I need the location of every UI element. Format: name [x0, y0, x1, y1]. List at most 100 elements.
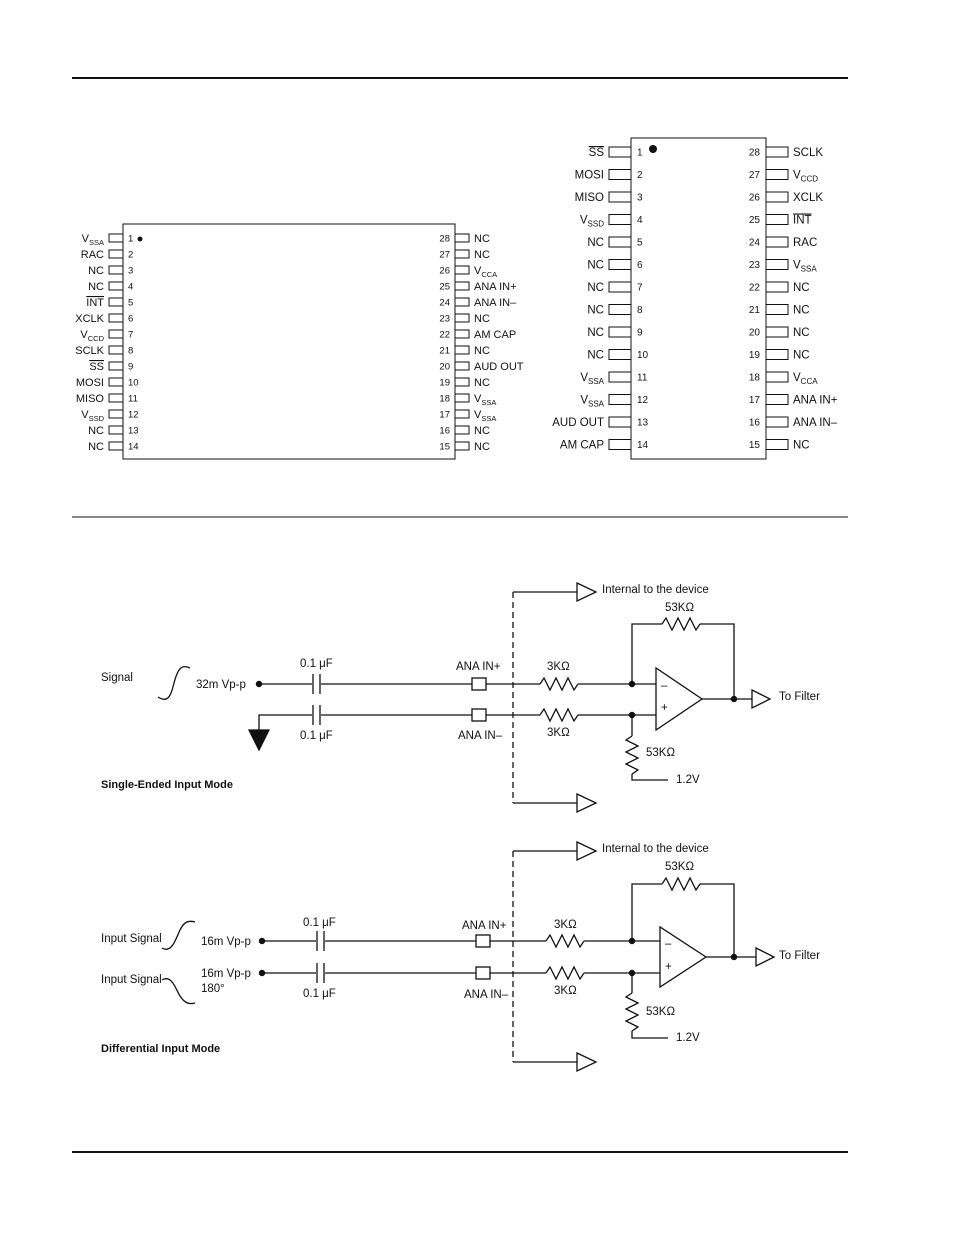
pin-name: NC [88, 265, 104, 277]
pin-label: XCLK [75, 313, 104, 325]
pin-label: NC [587, 237, 604, 249]
pin-name-subscript: SSA [481, 398, 496, 407]
pin-name: INT [793, 215, 812, 227]
pin-label: NC [88, 425, 104, 437]
resistor [661, 616, 701, 632]
pin-label: NC [474, 425, 490, 437]
pin-name: AM CAP [560, 440, 604, 452]
pin-label: NC [793, 305, 810, 317]
pin-lead [765, 371, 789, 383]
ground-icon [247, 729, 271, 752]
pin-number: 20 [439, 362, 450, 373]
pin-name: NC [88, 281, 104, 293]
pin-name-subscript: CCD [88, 334, 105, 343]
output-arrow [755, 946, 776, 968]
pin-label: NC [587, 305, 604, 317]
pin-lead [108, 233, 124, 243]
pin-name: SS [589, 147, 605, 159]
pin-name: NC [474, 313, 490, 325]
dip-body [630, 137, 767, 460]
pin-name-subscript: SSA [89, 238, 104, 247]
pin-name: ANA IN– [793, 417, 838, 429]
pin-number: 24 [749, 238, 761, 249]
cap-bottom-label: 0.1 μF [300, 730, 333, 742]
op-amp-minus: – [665, 938, 672, 950]
pin-label: SCLK [75, 345, 104, 357]
pin-label: NC [474, 377, 490, 389]
pin-number: 4 [128, 282, 133, 293]
pin-lead [608, 146, 632, 158]
pin-name: MOSI [76, 377, 104, 389]
pin-label: SS [89, 361, 104, 373]
pin-label: NC [474, 441, 490, 453]
pin-lead [608, 281, 632, 293]
feedback-wire [631, 883, 662, 941]
pin-number: 4 [637, 215, 643, 226]
boundary-bottom-arrow [576, 792, 598, 814]
pin-lead [454, 265, 470, 275]
cap-bottom-label: 0.1 μF [303, 988, 336, 1000]
pin-name: V [793, 170, 801, 182]
pin-lead [608, 326, 632, 338]
pin-name: NC [474, 345, 490, 357]
pin-name: V [81, 409, 89, 421]
pin-label: VCCD [80, 329, 104, 343]
pin-label: VSSA [580, 372, 604, 386]
pin-number: 13 [128, 426, 139, 437]
pin-lead [108, 393, 124, 403]
soic-package-diagram: 1VSSA2RAC3NC4NC5INT6XCLK7VCCD8SCLK9SS10M… [75, 223, 524, 460]
pin-label: AUD OUT [474, 361, 524, 373]
feedback-wire [631, 623, 662, 684]
output-arrow [751, 688, 772, 710]
pin-label: NC [793, 350, 810, 362]
pin-name-subscript: SSA [801, 265, 818, 274]
pin-lead [108, 441, 124, 451]
pin-number: 21 [749, 305, 761, 316]
boundary-bottom-arrow [576, 1051, 598, 1073]
pin-number: 28 [439, 234, 450, 245]
bias-voltage-label: 1.2V [676, 774, 700, 786]
pin-name: XCLK [75, 313, 104, 325]
bias-res-label: 53KΩ [646, 747, 675, 759]
differential-circuit [161, 840, 776, 1073]
pin-name: V [474, 409, 482, 421]
pin-label: VSSA [580, 395, 604, 409]
pin-name-subscript: CCD [801, 175, 819, 184]
pin-name: V [793, 260, 801, 272]
op-amp-plus: + [665, 961, 672, 973]
pin-lead [608, 191, 632, 203]
pin-name: ANA IN+ [793, 395, 838, 407]
pin-lead [108, 281, 124, 291]
pin-lead [765, 191, 789, 203]
pin-name-subscript: SSA [588, 400, 605, 409]
feedback-wire [700, 883, 735, 957]
boundary-top-arrow [576, 840, 598, 862]
pin-label: NC [88, 281, 104, 293]
pin-name: NC [474, 377, 490, 389]
resistor [624, 992, 640, 1032]
pin-lead [108, 377, 124, 387]
pin-name-subscript: SSD [588, 220, 605, 229]
pin-label: VSSA [474, 409, 496, 423]
pin-number: 18 [749, 373, 761, 384]
pin-name: XCLK [793, 192, 823, 204]
pin-name: MOSI [575, 170, 604, 182]
pin-lead [765, 304, 789, 315]
signal2-label: Input Signal [101, 974, 162, 986]
signal1-label: Input Signal [101, 933, 162, 945]
pin-number: 22 [749, 283, 761, 294]
pin-name: NC [587, 350, 604, 362]
pin-number: 17 [439, 410, 450, 421]
pin-name: NC [88, 425, 104, 437]
pin-number: 13 [637, 418, 649, 429]
pin-label: VCCA [793, 372, 818, 386]
pin-pad [475, 966, 491, 980]
bias-res-label: 53KΩ [646, 1006, 675, 1018]
pin1-marker [137, 236, 143, 242]
pin-label: ANA IN– [474, 297, 517, 309]
pin-name: MISO [575, 192, 604, 204]
resistor [624, 735, 640, 775]
pin-number: 24 [439, 298, 450, 309]
pin-number: 3 [637, 193, 643, 204]
pin-pad [471, 677, 487, 691]
